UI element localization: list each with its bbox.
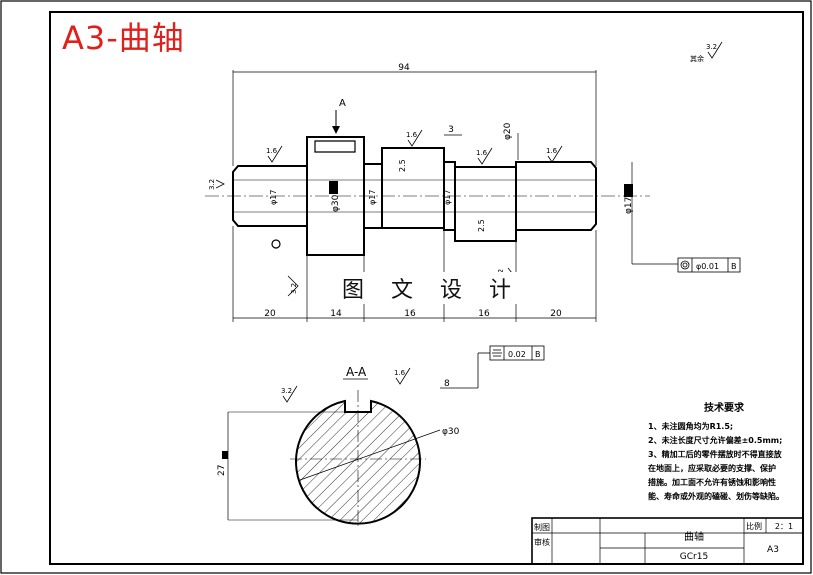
rough-6: 3.2 <box>208 179 216 190</box>
dim-seg4: 16 <box>478 309 490 319</box>
dim-seg5: 20 <box>550 309 562 319</box>
dim-phi-seg3: φ17 <box>368 190 377 205</box>
watermark: 图 文 设 计 <box>338 272 525 304</box>
inner-border <box>49 11 804 565</box>
dim-chamfer-a: 2.5 <box>398 159 407 172</box>
section-view-mark: A <box>339 98 346 109</box>
tb-size: A3 <box>767 545 779 555</box>
rough-2: 1.6 <box>406 131 418 139</box>
datum-block-left <box>329 181 338 194</box>
coaxiality-value: φ0.01 <box>696 262 719 271</box>
dim-phi-seg4: φ17 <box>443 190 452 205</box>
coaxiality-frame: φ0.01 B <box>677 257 741 273</box>
tech-heading: 技术要求 <box>704 403 744 414</box>
tech-line-6: 能、寿命或外观的磕碰、划伤等缺陷。 <box>648 492 784 501</box>
dim-seg1: 20 <box>264 309 276 319</box>
dim-phi17-right: φ17 <box>624 197 634 214</box>
section-arrow: A <box>332 98 346 134</box>
shaft-profile <box>232 136 597 256</box>
tb-scale: 2：1 <box>775 522 793 531</box>
section-view: A-A φ30 27 8 <box>217 365 460 526</box>
tb-material: GCr15 <box>680 552 708 562</box>
dim-overall: 94 <box>398 63 410 73</box>
rough-3: 1.6 <box>476 149 488 157</box>
rough-corner-value: 3.2 <box>706 43 717 51</box>
tb-drawn: 制图 <box>534 522 550 532</box>
tb-checked: 审核 <box>534 537 550 547</box>
dim-groove: 3 <box>448 125 454 135</box>
rough-4: 1.6 <box>546 147 558 155</box>
coaxiality-datum: B <box>731 262 737 271</box>
tech-line-5: 措施。加工面不允许有锈蚀和影响性 <box>648 478 776 487</box>
section-key-width: 8 <box>444 379 450 389</box>
tb-part-name: 曲轴 <box>684 530 704 543</box>
section-diameter: φ30 <box>442 427 460 437</box>
rough-corner-label: 其余 <box>690 54 704 63</box>
tech-line-4: 在地面上，应采取必要的支撑、保护 <box>648 464 776 473</box>
rough-7: 3.2 <box>290 283 298 294</box>
tech-line-1: 1、未注圆角均为R1.5; <box>648 422 734 431</box>
symmetry-datum: B <box>535 350 541 359</box>
tb-scale-label: 比例 <box>746 521 762 531</box>
dim-chamfer-b: 2.5 <box>477 219 486 232</box>
dim-phi20: φ20 <box>503 122 513 140</box>
dim-phi30: φ30 <box>331 194 341 212</box>
title-block <box>531 517 804 565</box>
dim-phi-seg1: φ17 <box>269 190 278 205</box>
tech-requirements: 技术要求 1、未注圆角均为R1.5; 2、未注长度尺寸允许偏差±0.5mm; 3… <box>648 402 800 504</box>
tech-line-3: 3、精加工后的零件摆放时不得直接放 <box>648 450 782 459</box>
symmetry-frame: 0.02 B <box>440 345 545 389</box>
section-key-depth: 27 <box>217 465 227 476</box>
tech-line-2: 2、未注长度尺寸允许偏差±0.5mm; <box>648 436 783 445</box>
rough-5: 1.6 <box>394 369 406 377</box>
rough-1: 1.6 <box>266 147 278 155</box>
sheet-title: A3-曲轴 <box>62 19 185 57</box>
balloon-3 <box>271 239 281 249</box>
roughness-symbols <box>215 41 723 403</box>
rough-9: 3.2 <box>281 387 292 395</box>
dim-seg3: 16 <box>404 309 416 319</box>
dim-seg2: 14 <box>330 309 342 319</box>
section-label: A-A <box>346 365 367 379</box>
datum-block-right <box>624 184 633 197</box>
symmetry-value: 0.02 <box>508 350 526 359</box>
